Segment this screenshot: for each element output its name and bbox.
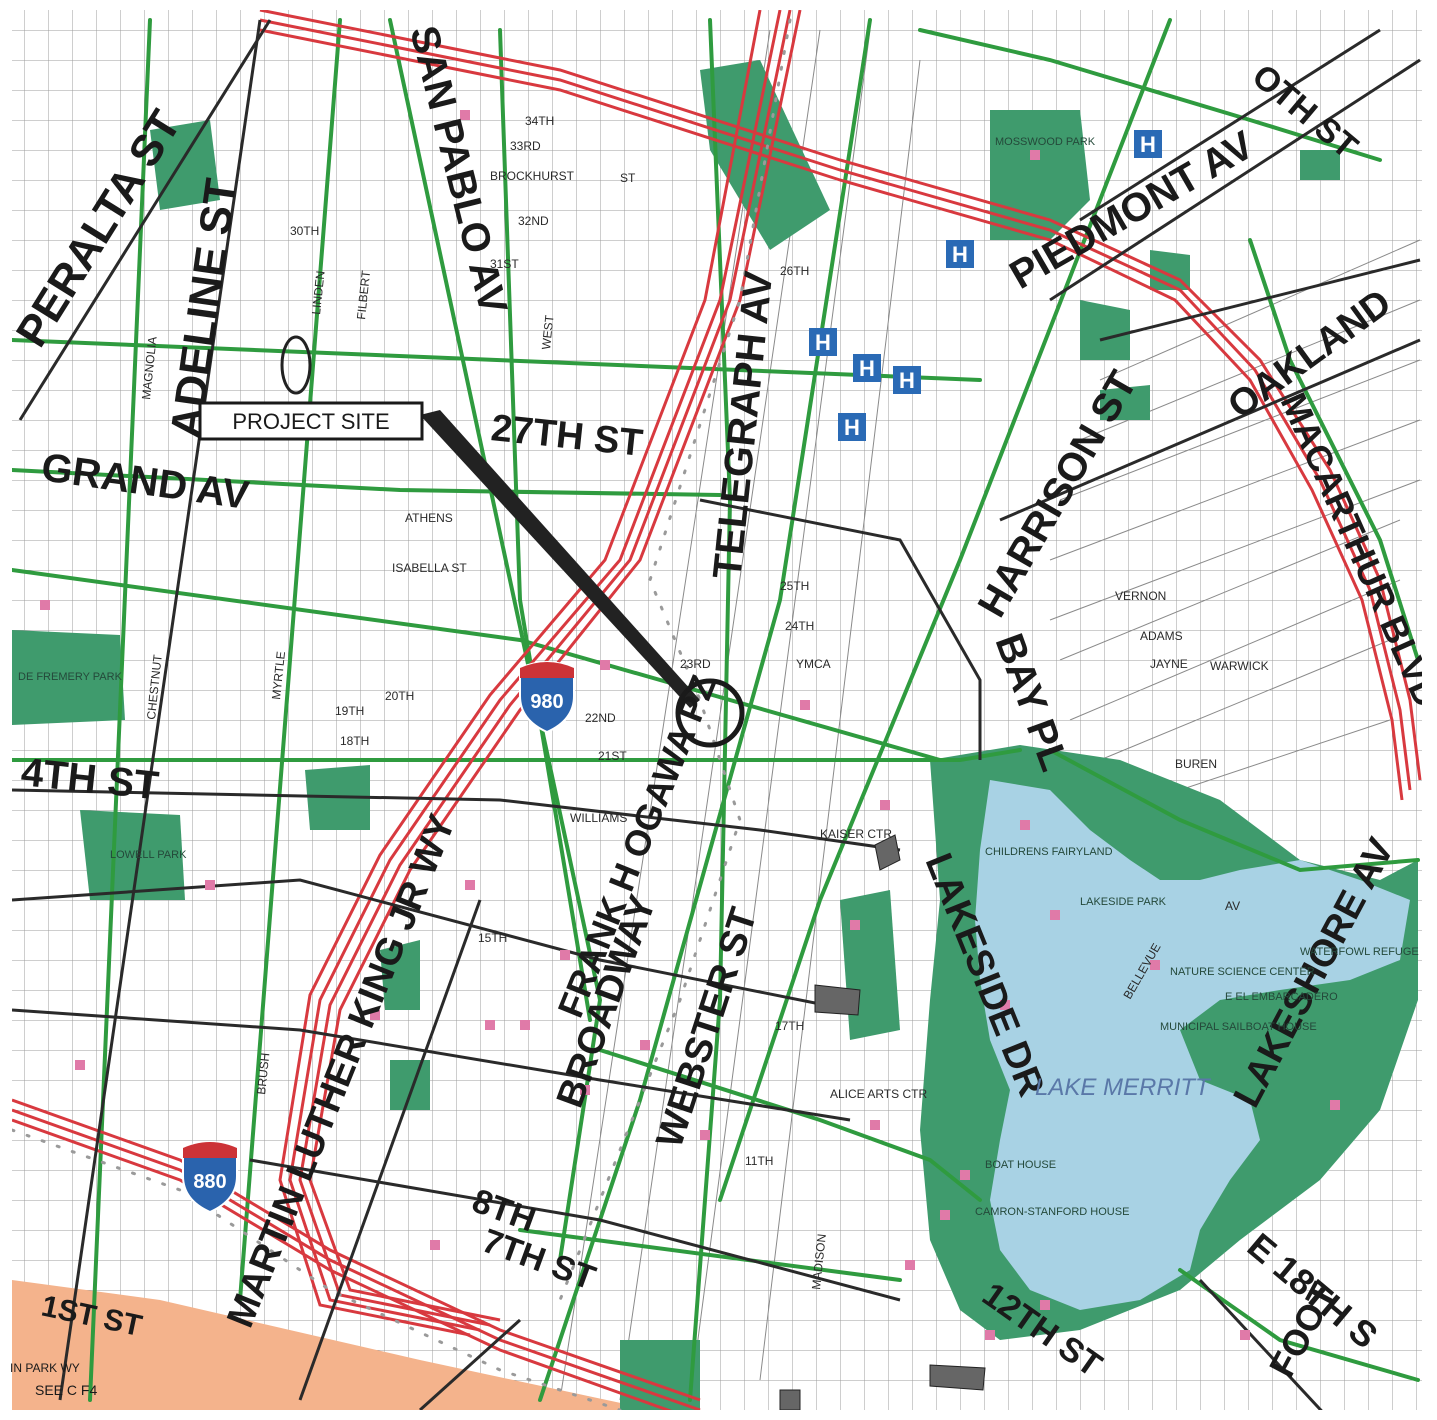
svg-text:31ST: 31ST xyxy=(490,257,519,271)
svg-text:15TH: 15TH xyxy=(478,931,507,945)
hospital-markers: H H H H H H xyxy=(809,130,1162,441)
svg-text:H: H xyxy=(859,356,875,381)
lake-merritt-label: LAKE MERRITT xyxy=(1035,1074,1212,1101)
svg-text:MUNICIPAL SAILBOAT HOUSE: MUNICIPAL SAILBOAT HOUSE xyxy=(1160,1021,1317,1033)
svg-text:26TH: 26TH xyxy=(780,264,809,278)
svg-text:WEST: WEST xyxy=(539,314,557,351)
lake-merritt xyxy=(975,780,1410,1310)
svg-text:ATHENS: ATHENS xyxy=(405,511,453,525)
svg-text:25TH: 25TH xyxy=(780,579,809,593)
svg-text:34TH: 34TH xyxy=(525,114,554,128)
minor-street-labels: 34TH 33RD 32ND 31ST 30TH BROCKHURST 26TH… xyxy=(139,114,1269,1290)
lowell-park xyxy=(80,810,185,900)
mosswood-park xyxy=(990,110,1090,240)
svg-text:H: H xyxy=(815,330,831,355)
svg-text:BRUSH: BRUSH xyxy=(254,1052,272,1095)
svg-text:LOWELL PARK: LOWELL PARK xyxy=(110,849,187,861)
svg-text:33RD: 33RD xyxy=(510,139,541,153)
park-nw xyxy=(150,120,220,210)
svg-text:VERNON: VERNON xyxy=(1115,589,1166,603)
svg-text:WILLIAMS: WILLIAMS xyxy=(570,811,627,825)
svg-text:H: H xyxy=(1140,132,1156,157)
shield-number: 980 xyxy=(530,691,563,713)
park-south-2 xyxy=(390,1060,430,1110)
svg-text:WATERFOWL REFUGE: WATERFOWL REFUGE xyxy=(1300,946,1419,958)
svg-text:YMCA: YMCA xyxy=(796,657,831,671)
hospital-icon: H xyxy=(809,328,837,356)
svg-text:NATURE SCIENCE CENTER: NATURE SCIENCE CENTER xyxy=(1170,966,1315,978)
svg-text:ST: ST xyxy=(620,171,636,185)
park-oak-center xyxy=(840,890,900,1040)
feature-labels: LAKE MERRITT MUNICIPAL SAILBOAT HOUSE BO… xyxy=(18,136,1419,1218)
hospital-icon: H xyxy=(946,240,974,268)
svg-text:18TH: 18TH xyxy=(340,734,369,748)
hospital-icon: H xyxy=(1134,130,1162,158)
svg-text:BROCKHURST: BROCKHURST xyxy=(490,169,575,183)
svg-text:WARWICK: WARWICK xyxy=(1210,659,1269,673)
svg-text:FILBERT: FILBERT xyxy=(354,269,373,320)
estuary-shore xyxy=(12,1280,654,1410)
svg-text:20TH: 20TH xyxy=(385,689,414,703)
hospital-icon: H xyxy=(853,354,881,382)
svg-text:JAYNE: JAYNE xyxy=(1150,657,1188,671)
svg-text:MOSSWOOD PARK: MOSSWOOD PARK xyxy=(995,136,1096,148)
landmark-dots xyxy=(40,110,1340,1340)
svg-text:22ND: 22ND xyxy=(585,711,616,725)
svg-text:BOAT HOUSE: BOAT HOUSE xyxy=(985,1159,1056,1171)
svg-text:23RD: 23RD xyxy=(680,657,711,671)
svg-text:11TH: 11TH xyxy=(745,1154,773,1168)
svg-text:LINDEN: LINDEN xyxy=(309,270,328,315)
svg-text:E EL EMBARCADERO: E EL EMBARCADERO xyxy=(1225,991,1338,1003)
park-south-1 xyxy=(380,940,420,1010)
footer-park-wy: IN PARK WY xyxy=(10,1361,80,1375)
freeways xyxy=(12,10,1422,1410)
interstate-980-shield: 980 xyxy=(519,661,575,734)
interstate-880-shield: 880 xyxy=(182,1141,238,1214)
footer-see-reference: SEE C F4 xyxy=(35,1382,97,1398)
park-east-2 xyxy=(1100,385,1150,420)
svg-text:30TH: 30TH xyxy=(290,224,319,238)
svg-text:H: H xyxy=(899,368,915,393)
local-streets xyxy=(12,19,1421,1410)
svg-text:CHILDRENS FAIRYLAND: CHILDRENS FAIRYLAND xyxy=(985,846,1113,858)
project-site-circle xyxy=(675,678,745,748)
hospital-icon: H xyxy=(893,366,921,394)
buildings xyxy=(779,834,986,1410)
park-east-1 xyxy=(1080,300,1130,360)
svg-text:BUREN: BUREN xyxy=(1175,757,1217,771)
svg-text:MADISON: MADISON xyxy=(809,1233,829,1290)
svg-text:DE FREMERY PARK: DE FREMERY PARK xyxy=(18,671,123,683)
svg-text:LAKESIDE PARK: LAKESIDE PARK xyxy=(1080,896,1167,908)
project-site-label: PROJECT SITE xyxy=(232,409,389,434)
svg-text:32ND: 32ND xyxy=(518,214,549,228)
svg-text:19TH: 19TH xyxy=(335,704,364,718)
svg-text:CAMRON-STANFORD HOUSE: CAMRON-STANFORD HOUSE xyxy=(975,1206,1129,1218)
park-north-2 xyxy=(1300,150,1340,180)
oval-marker xyxy=(280,335,312,395)
svg-text:CHESTNUT: CHESTNUT xyxy=(144,653,165,720)
project-site-pointer xyxy=(420,410,700,708)
svg-text:MAGNOLIA: MAGNOLIA xyxy=(139,336,160,400)
svg-text:ISABELLA ST: ISABELLA ST xyxy=(392,561,467,575)
shield-number: 880 xyxy=(193,1171,226,1193)
svg-text:ALICE ARTS CTR: ALICE ARTS CTR xyxy=(830,1087,927,1101)
project-site-callout: PROJECT SITE xyxy=(198,401,424,441)
defremery-park xyxy=(12,630,125,725)
svg-text:KAISER CTR: KAISER CTR xyxy=(820,827,892,841)
svg-text:24TH: 24TH xyxy=(785,619,814,633)
svg-text:ADAMS: ADAMS xyxy=(1140,629,1183,643)
park-se xyxy=(1230,1160,1270,1200)
svg-text:17TH: 17TH xyxy=(775,1019,804,1033)
hospital-icon: H xyxy=(838,413,866,441)
svg-text:21ST: 21ST xyxy=(598,749,627,763)
svg-text:H: H xyxy=(952,242,968,267)
svg-text:H: H xyxy=(844,415,860,440)
svg-text:MYRTLE: MYRTLE xyxy=(269,651,288,701)
svg-text:AV: AV xyxy=(1225,899,1240,913)
